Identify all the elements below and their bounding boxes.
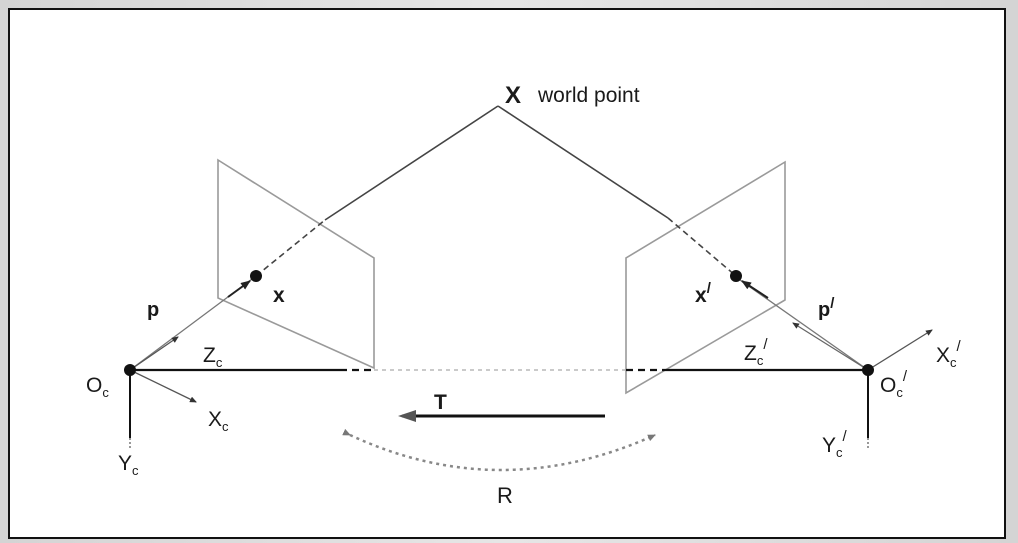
diagram-panel (8, 8, 1006, 539)
left-ray-solid (324, 105, 499, 221)
right-z-axis-main: Z (744, 342, 757, 365)
right-x-axis-sub: c (950, 355, 957, 370)
left-z-axis-sub: c (216, 355, 223, 370)
left-image-plane (217, 158, 375, 370)
right-camera-center-prime: / (903, 368, 908, 385)
left-z-axis-main: Z (203, 344, 216, 367)
left-x-axis-sub: c (222, 419, 229, 434)
right-image-point-label: x/ (695, 280, 712, 307)
left-x-axis-main: X (208, 408, 222, 431)
right-x-axis-prime: / (957, 338, 962, 355)
left-ray-p-arrow (227, 280, 251, 298)
left-camera-center-label: Oc (86, 374, 109, 400)
left-y-axis-label: Yc (118, 452, 139, 478)
left-camera-center-dot (124, 364, 136, 376)
right-ray-label: p/ (818, 295, 835, 321)
left-y-axis-main: Y (118, 452, 132, 475)
left-ray-label: p (147, 299, 159, 321)
right-ray-prime: / (830, 295, 835, 312)
left-z-axis (129, 336, 179, 371)
right-image-point-prime: / (707, 280, 712, 297)
right-ray-main: p (818, 299, 830, 321)
right-camera-center-label: Oc/ (880, 368, 908, 400)
translation-label: T (434, 391, 447, 414)
right-ray-p (739, 279, 869, 371)
right-image-point-main: x (695, 284, 707, 307)
right-x-axis-label: Xc/ (936, 338, 962, 370)
right-camera-center-dot (862, 364, 874, 376)
translation-arrowhead (398, 410, 416, 422)
rotation-arc (342, 428, 656, 472)
right-camera-center-main: O (880, 374, 896, 397)
right-y-axis-main: Y (822, 434, 836, 457)
left-y-axis-sub: c (132, 463, 139, 478)
world-point-symbol: X (505, 82, 521, 109)
left-ray-dashed (255, 219, 326, 277)
right-z-axis-prime: / (763, 336, 768, 353)
right-ray-dashed (667, 217, 737, 277)
right-z-axis (792, 322, 869, 371)
right-ray-p-arrow (741, 280, 769, 299)
right-z-axis-label: Zc/ (744, 336, 768, 368)
world-point-label: world point (537, 84, 640, 107)
rotation-label: R (497, 483, 513, 508)
right-image-plane (625, 160, 786, 395)
right-y-axis-sub: c (836, 445, 843, 460)
left-x-axis-label: Xc (208, 408, 229, 434)
right-y-axis-label: Yc/ (822, 428, 848, 460)
right-y-axis-prime: / (843, 428, 848, 445)
left-image-point-dot (250, 270, 262, 282)
left-camera-center-main: O (86, 374, 102, 397)
right-z-axis-sub: c (757, 353, 764, 368)
right-ray-solid (497, 105, 669, 219)
right-x-axis (867, 329, 933, 371)
left-z-axis-label: Zc (203, 344, 223, 370)
left-image-point-label: x (273, 284, 285, 307)
right-camera-center-sub: c (896, 385, 903, 400)
right-image-point-dot (730, 270, 742, 282)
left-camera-center-sub: c (102, 385, 109, 400)
right-x-axis-main: X (936, 344, 950, 367)
left-x-axis (129, 369, 197, 403)
